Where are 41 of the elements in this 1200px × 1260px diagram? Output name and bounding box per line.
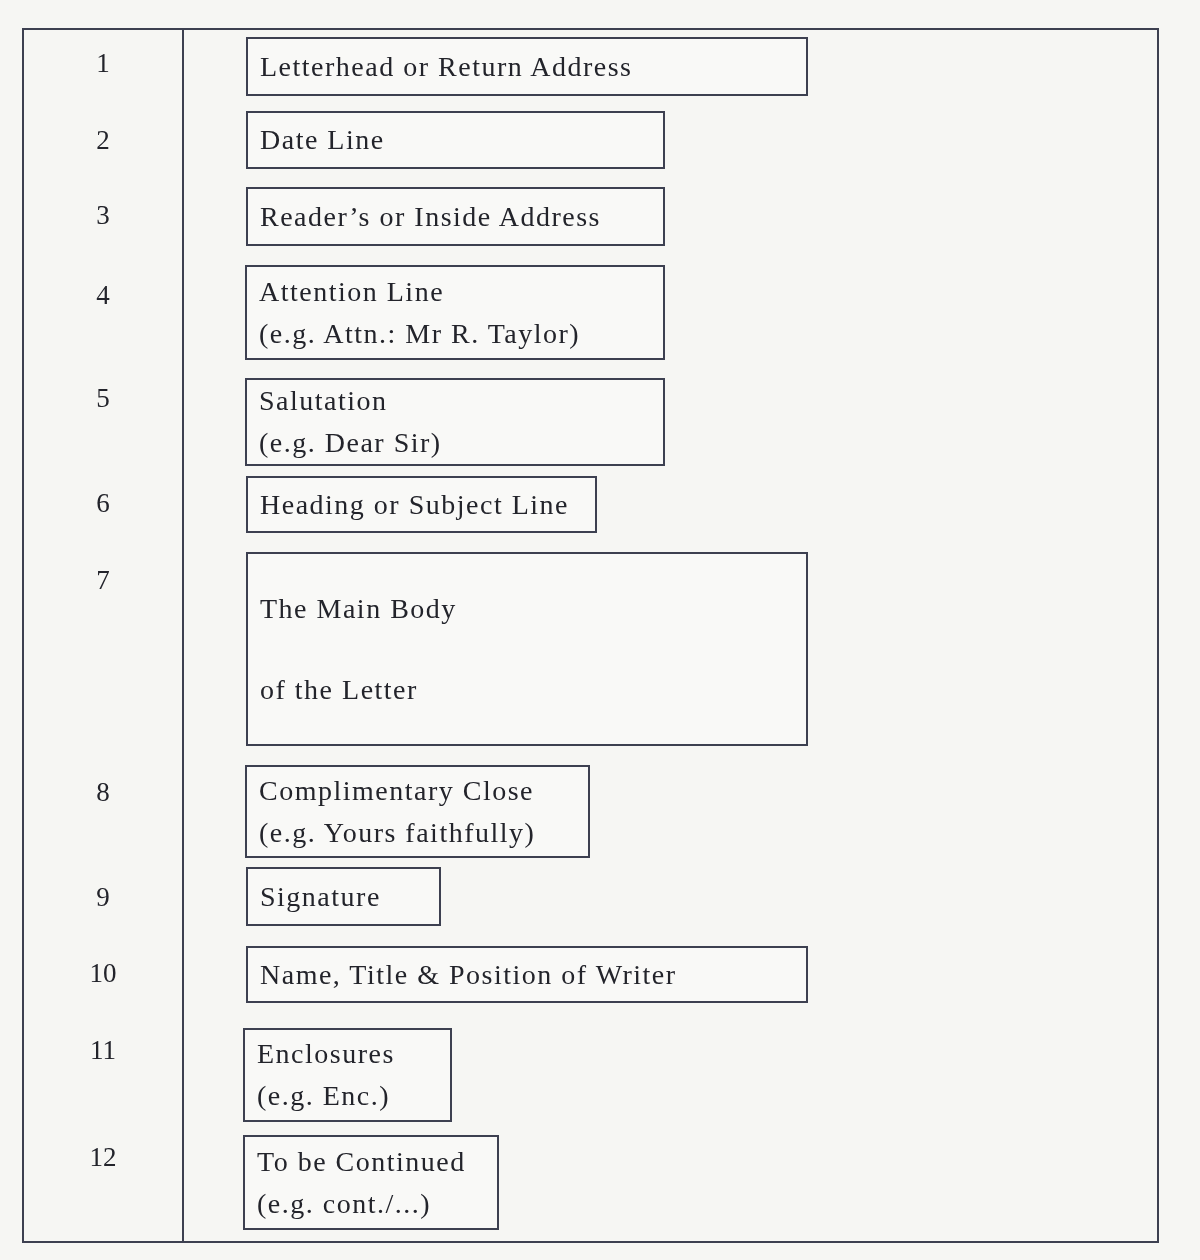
part-name: Letterhead or Return Address	[260, 49, 633, 84]
letter-part-box	[246, 187, 665, 246]
part-name: Reader’s or Inside Address	[260, 199, 601, 234]
part-name: Name, Title & Position of Writer	[260, 957, 677, 992]
part-name: Salutation	[259, 384, 388, 418]
part-name: Attention Line	[259, 274, 445, 309]
example-text: (e.g. Attn.: Mr R. Taylor)	[259, 316, 581, 351]
row-number: 7	[96, 564, 110, 596]
row-number: 5	[96, 382, 110, 414]
letter-part-box	[245, 765, 590, 858]
part-name: Complimentary Close	[259, 773, 535, 808]
letter-part-box	[246, 946, 808, 1003]
part-name: To be Continued	[257, 1144, 466, 1179]
letter-part-box	[246, 552, 808, 746]
example-text: (e.g. Enc.)	[257, 1079, 391, 1113]
example-text: (e.g. Yours faithfully)	[259, 815, 536, 850]
part-name: Date Line	[260, 123, 385, 157]
letter-part-box	[246, 867, 441, 926]
part-name: Enclosures	[257, 1037, 395, 1071]
row-number: 8	[96, 776, 110, 808]
row-number: 11	[90, 1034, 116, 1066]
row-number: 6	[96, 487, 110, 519]
row-number: 4	[96, 279, 110, 311]
row-number: 3	[96, 199, 110, 231]
row-number: 1	[96, 47, 110, 79]
row-number: 10	[89, 957, 117, 989]
letter-part-box	[246, 111, 665, 169]
letter-part-box	[246, 37, 808, 96]
letter-part-box	[243, 1028, 452, 1122]
part-name: Heading or Subject Line	[260, 487, 569, 522]
row-number: 12	[89, 1141, 117, 1173]
row-number: 9	[96, 881, 110, 913]
letter-part-box	[243, 1135, 499, 1230]
letter-part-box	[245, 265, 665, 360]
part-name: Signature	[260, 879, 381, 914]
letter-part-box	[246, 476, 597, 533]
example-text: (e.g. cont./...)	[257, 1186, 432, 1221]
part-name: The Main Body of the Letter	[260, 592, 458, 707]
example-text: (e.g. Dear Sir)	[259, 426, 442, 460]
letter-part-box	[245, 378, 665, 466]
row-number: 2	[96, 124, 110, 156]
